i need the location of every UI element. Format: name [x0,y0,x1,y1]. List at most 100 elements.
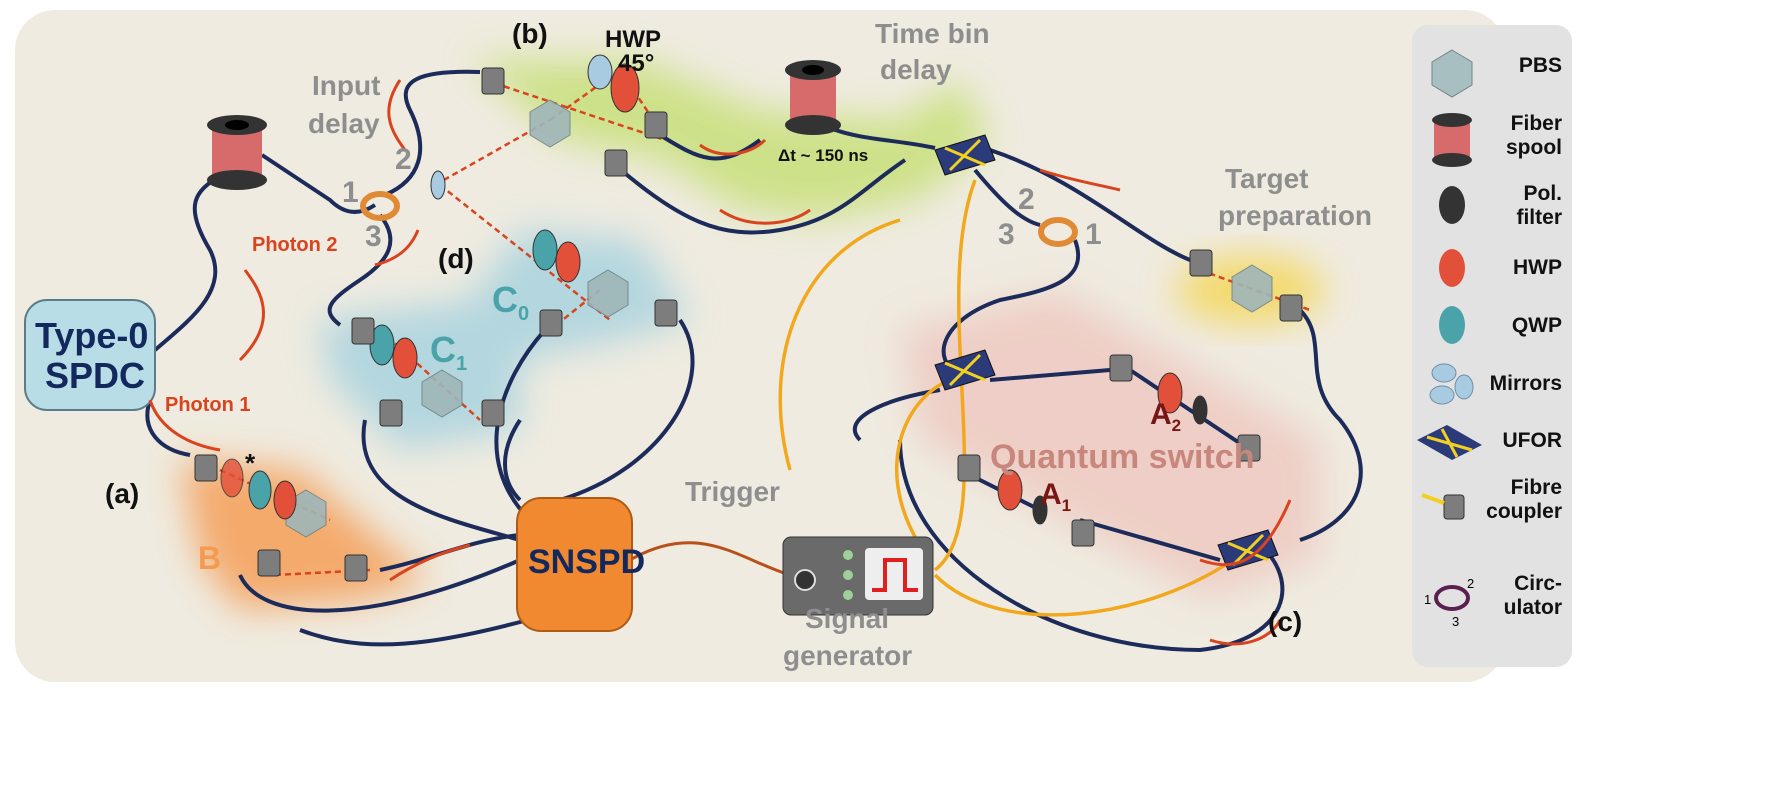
legend-fiber-spool-1: Fiber [1510,112,1562,135]
signal-fibers [778,179,1242,617]
fiber-spool-input [207,115,267,190]
legend-fibre-coupler-1: Fibre [1510,476,1562,499]
pol-filter-icon [1439,186,1465,224]
fibre-coupler [957,454,981,482]
arrow [238,269,265,362]
signal-fiber [933,179,977,572]
fibre-coupler [1279,294,1303,322]
arrow [699,138,767,156]
fiber [145,399,191,457]
fiber-spool-icon [1432,113,1472,167]
spdc-label-2: SPDC [45,355,146,396]
fiber [852,388,941,442]
c1-label: C1 [430,329,468,376]
legend-hwp: HWP [1513,256,1562,279]
mirror [430,170,446,200]
circulator-right-port-2: 2 [1018,183,1035,216]
fiber [829,126,936,150]
a1-label: A1 [1040,478,1072,515]
legend: PBS Fiber spool Pol. filter HWP QWP Mirr… [1412,25,1562,667]
signal-label: Signal [805,603,890,634]
fibre-coupler [604,149,628,177]
fibers [145,69,1363,653]
qwp-plate [248,470,272,510]
circulator-left-port-2: 2 [395,143,412,176]
legend-pbs: PBS [1518,54,1562,77]
pbs [529,99,571,148]
arrow [1199,499,1292,567]
fibre-coupler-icon [1421,493,1465,520]
circulator-left-port-1: 1 [342,176,359,209]
target-label: Target [1225,163,1309,194]
preparation-label: preparation [1218,200,1373,231]
arrow [719,208,811,225]
hwp-angle-label: 45° [618,50,655,77]
fiber [361,419,521,542]
fibre-coupler [481,67,505,95]
fiber [260,153,377,214]
waveplates [220,54,1208,525]
legend-circ-port-2: 2 [1467,576,1475,591]
input-label: Input [312,70,381,101]
delta-t-label: Δt ~ 150 ns [778,146,869,165]
ufor [934,134,996,176]
fiber [327,213,393,327]
c0-label: C0 [492,279,530,326]
ufor-icon [1417,425,1482,460]
pol-filter [1032,495,1048,525]
pbs-cubes [285,99,1273,538]
fiber [384,69,481,197]
fibre-couplers [194,67,1303,582]
legend-circulator-2: ulator [1503,596,1562,619]
legend-circ-port-1: 1 [1424,592,1432,607]
legend-circulator-1: Circ- [1514,572,1562,595]
pbs [587,269,629,318]
fibre-coupler [351,317,375,345]
qwp-icon [1439,306,1465,344]
hwp-plate [220,458,244,498]
trigger-label: Trigger [685,476,780,507]
hwp-plate [1157,372,1183,414]
ufors [934,134,1279,571]
fiber [989,368,1252,452]
fibre-coupler [644,111,668,139]
snspd-detector [516,497,633,632]
legend-qwp: QWP [1511,314,1562,337]
fibre-coupler [1237,434,1261,462]
legend-fibre-coupler-2: coupler [1486,500,1562,523]
pbs-icon [1431,49,1473,98]
fibre-coupler [1189,249,1213,277]
pol-filter [1192,395,1208,425]
arrow [374,229,420,267]
legend-icons [1417,49,1482,611]
circulator-left [360,191,400,221]
spdc-label-1: Type-0 [35,315,149,356]
mirror [587,54,613,90]
spdc-source [24,299,156,411]
arrow [1039,168,1121,192]
input-delay-label: delay [308,108,380,139]
qwp-plate [532,229,558,271]
fiber [941,239,1081,377]
circulator-right [1038,217,1078,247]
fiber [989,148,1191,262]
signal-generator [782,536,934,616]
fibre-coupler [1109,354,1133,382]
trigger-cable [629,541,791,577]
b-label: B [198,540,222,576]
arrow [389,543,471,582]
circulator-right-port-3: 3 [998,218,1015,251]
fibre-coupler [539,309,563,337]
hwp-plate [555,241,581,283]
panel-c-label: (c) [1268,606,1303,637]
legend-fiber-spool-2: spool [1506,136,1562,159]
fiber [898,439,1285,653]
panel-a-label: (a) [105,478,140,509]
legend-pol-filter-1: Pol. [1523,182,1562,205]
snspd-label: SNSPD [528,543,646,581]
signal-fiber [778,218,901,471]
arrow [1209,619,1282,646]
photon-1-label: Photon 1 [165,394,251,416]
